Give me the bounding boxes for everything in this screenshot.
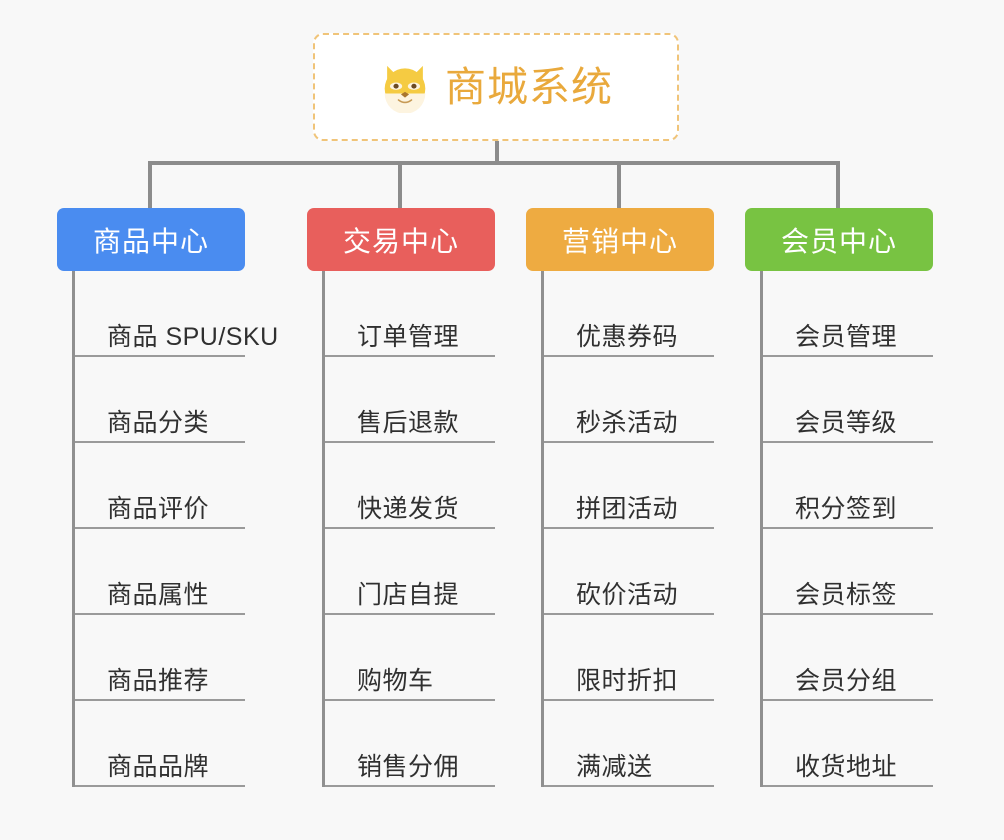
leaf-item[interactable]: 会员等级 <box>763 357 933 443</box>
leaf-item[interactable]: 会员标签 <box>763 529 933 615</box>
branch-header-3[interactable]: 营销中心 <box>526 208 714 271</box>
leaf-item[interactable]: 收货地址 <box>763 701 933 787</box>
leaf-item[interactable]: 会员管理 <box>763 271 933 357</box>
leaf-item[interactable]: 商品评价 <box>75 443 245 529</box>
branch-column-1: 商品中心 商品 SPU/SKU 商品分类 商品评价 商品属性 商品推荐 商品品牌 <box>57 208 278 787</box>
leaf-item[interactable]: 商品属性 <box>75 529 245 615</box>
branch-leaf-list-1: 商品 SPU/SKU 商品分类 商品评价 商品属性 商品推荐 商品品牌 <box>72 271 278 787</box>
connector-horizontal-bus <box>148 161 840 165</box>
branch-column-3: 营销中心 优惠券码 秒杀活动 拼团活动 砍价活动 限时折扣 满减送 <box>526 208 714 787</box>
branch-header-label-3: 营销中心 <box>561 225 678 257</box>
branch-column-2: 交易中心 订单管理 售后退款 快递发货 门店自提 购物车 销售分佣 <box>307 208 495 787</box>
connector-drop-3 <box>617 161 621 208</box>
branch-header-label-1: 商品中心 <box>92 225 209 257</box>
leaf-label: 订单管理 <box>357 323 460 351</box>
branch-header-1[interactable]: 商品中心 <box>57 208 245 271</box>
leaf-label: 优惠券码 <box>576 323 679 351</box>
leaf-item[interactable]: 积分签到 <box>763 443 933 529</box>
branch-header-4[interactable]: 会员中心 <box>745 208 933 271</box>
leaf-label: 积分签到 <box>795 495 898 523</box>
leaf-label: 商品推荐 <box>107 667 210 695</box>
leaf-item[interactable]: 商品推荐 <box>75 615 245 701</box>
leaf-label: 商品 SPU/SKU <box>107 323 279 351</box>
leaf-label: 会员标签 <box>795 581 898 609</box>
leaf-item[interactable]: 销售分佣 <box>325 701 495 787</box>
leaf-label: 门店自提 <box>357 581 460 609</box>
leaf-item[interactable]: 商品品牌 <box>75 701 245 787</box>
leaf-label: 限时折扣 <box>576 667 679 695</box>
leaf-label: 商品属性 <box>107 581 210 609</box>
connector-drop-2 <box>398 161 402 208</box>
branch-leaf-list-4: 会员管理 会员等级 积分签到 会员标签 会员分组 收货地址 <box>760 271 933 787</box>
branch-header-label-4: 会员中心 <box>780 225 897 257</box>
leaf-item[interactable]: 商品 SPU/SKU <box>75 271 278 357</box>
leaf-label: 购物车 <box>357 667 434 695</box>
branch-header-2[interactable]: 交易中心 <box>307 208 495 271</box>
root-node[interactable]: 商城系统 <box>313 33 679 141</box>
leaf-item[interactable]: 快递发货 <box>325 443 495 529</box>
branch-header-label-2: 交易中心 <box>342 225 459 257</box>
leaf-item[interactable]: 会员分组 <box>763 615 933 701</box>
branch-leaf-list-3: 优惠券码 秒杀活动 拼团活动 砍价活动 限时折扣 满减送 <box>541 271 714 787</box>
leaf-label: 商品评价 <box>107 495 210 523</box>
branch-column-4: 会员中心 会员管理 会员等级 积分签到 会员标签 会员分组 收货地址 <box>745 208 933 787</box>
leaf-label: 砍价活动 <box>576 581 679 609</box>
leaf-label: 售后退款 <box>357 409 460 437</box>
leaf-label: 会员等级 <box>795 409 898 437</box>
root-title: 商城系统 <box>445 63 613 110</box>
leaf-label: 满减送 <box>576 753 653 781</box>
leaf-label: 秒杀活动 <box>576 409 679 437</box>
leaf-label: 快递发货 <box>357 495 460 523</box>
leaf-label: 收货地址 <box>795 753 898 781</box>
leaf-item[interactable]: 购物车 <box>325 615 495 701</box>
leaf-label: 会员分组 <box>795 667 898 695</box>
connector-drop-4 <box>836 161 840 208</box>
leaf-label: 销售分佣 <box>357 753 460 781</box>
leaf-label: 商品品牌 <box>107 753 210 781</box>
connector-drop-1 <box>148 161 152 208</box>
leaf-label: 拼团活动 <box>576 495 679 523</box>
leaf-item[interactable]: 门店自提 <box>325 529 495 615</box>
leaf-item[interactable]: 满减送 <box>544 701 714 787</box>
leaf-item[interactable]: 限时折扣 <box>544 615 714 701</box>
branch-leaf-list-2: 订单管理 售后退款 快递发货 门店自提 购物车 销售分佣 <box>322 271 495 787</box>
leaf-item[interactable]: 售后退款 <box>325 357 495 443</box>
leaf-label: 商品分类 <box>107 409 210 437</box>
leaf-item[interactable]: 订单管理 <box>325 271 495 357</box>
leaf-item[interactable]: 砍价活动 <box>544 529 714 615</box>
leaf-label: 会员管理 <box>795 323 898 351</box>
shiba-dog-face-icon <box>384 65 426 113</box>
connector-root-stem <box>495 141 499 164</box>
leaf-item[interactable]: 秒杀活动 <box>544 357 714 443</box>
leaf-item[interactable]: 商品分类 <box>75 357 245 443</box>
leaf-item[interactable]: 拼团活动 <box>544 443 714 529</box>
leaf-item[interactable]: 优惠券码 <box>544 271 714 357</box>
